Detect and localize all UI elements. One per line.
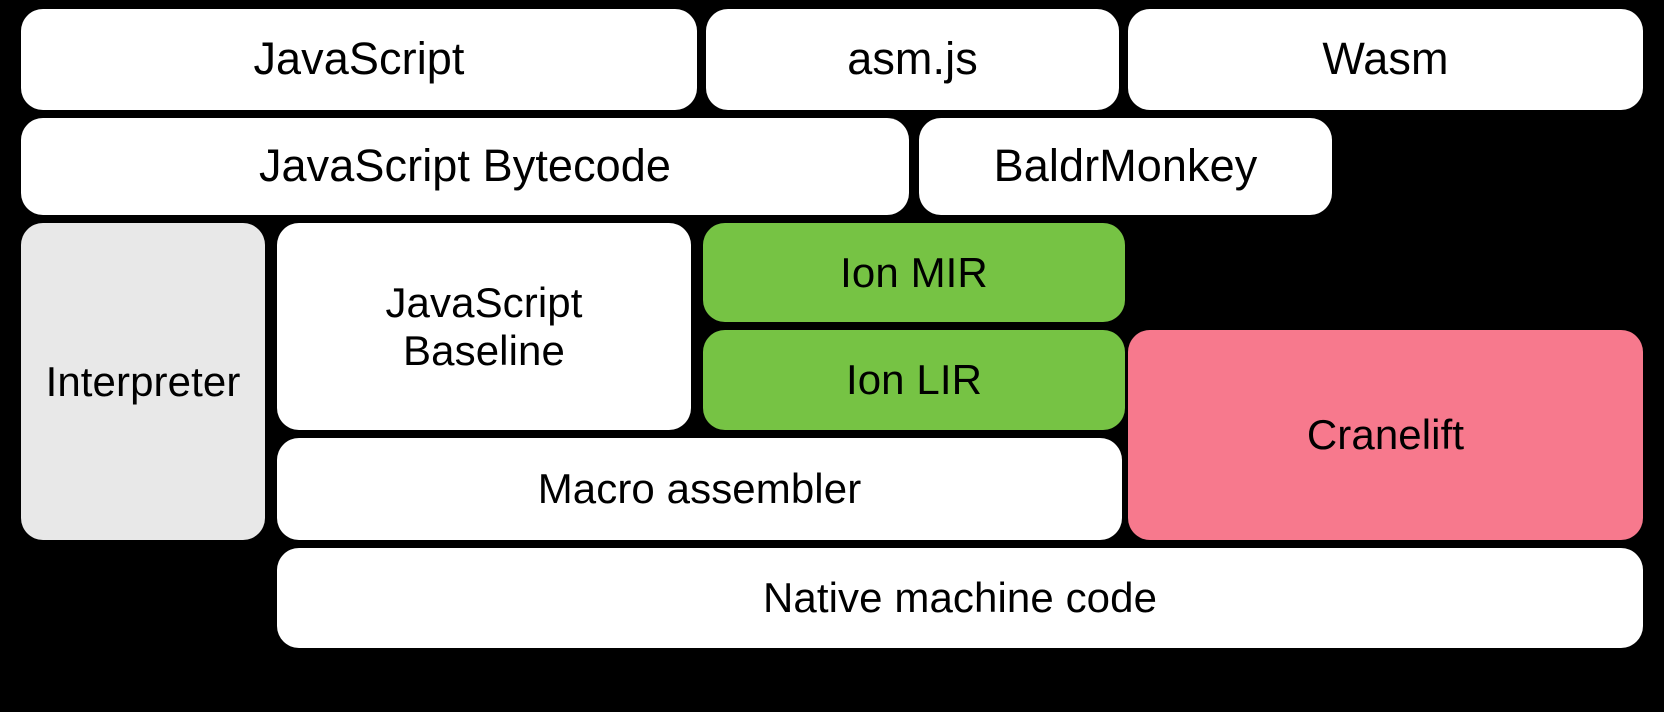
node-javascript[interactable]: JavaScript (21, 9, 697, 110)
node-native-machine-code[interactable]: Native machine code (277, 548, 1643, 648)
node-interpreter[interactable]: Interpreter (21, 223, 265, 540)
node-wasm[interactable]: Wasm (1128, 9, 1643, 110)
node-cranelift[interactable]: Cranelift (1128, 330, 1643, 540)
node-baldrmonkey[interactable]: BaldrMonkey (919, 118, 1332, 215)
node-ion-mir[interactable]: Ion MIR (703, 223, 1125, 322)
node-macro-assembler[interactable]: Macro assembler (277, 438, 1122, 540)
node-javascript-bytecode[interactable]: JavaScript Bytecode (21, 118, 909, 215)
node-asmjs[interactable]: asm.js (706, 9, 1119, 110)
node-javascript-baseline[interactable]: JavaScript Baseline (277, 223, 691, 430)
node-ion-lir[interactable]: Ion LIR (703, 330, 1125, 430)
